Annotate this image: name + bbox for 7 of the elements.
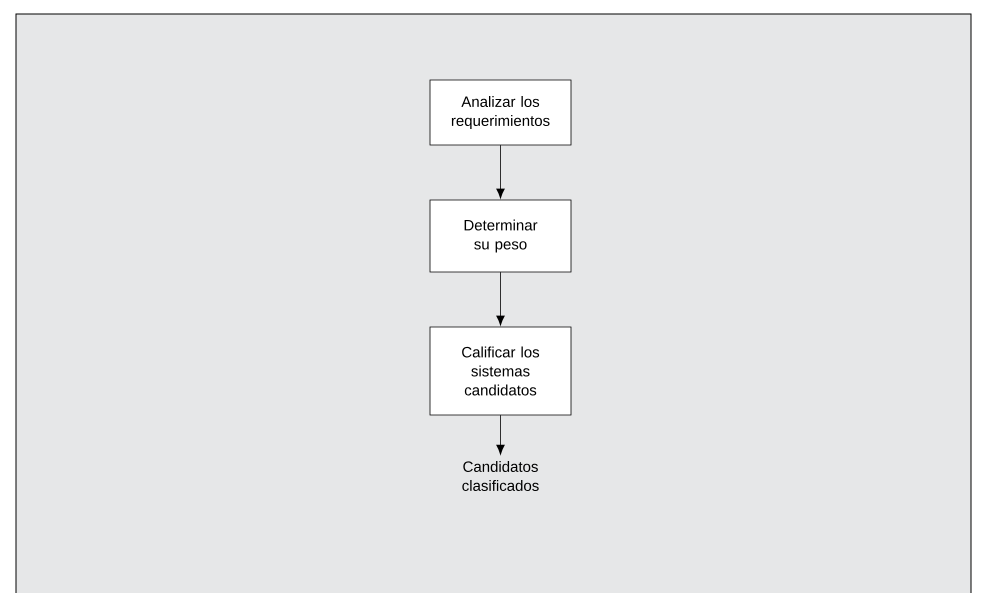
process-box: Determinar su peso bbox=[430, 200, 572, 272]
process-box: Analizar los requerimientos bbox=[430, 80, 572, 146]
arrow bbox=[496, 414, 505, 455]
output-label: Candidatos clasificados bbox=[462, 460, 539, 491]
arrow bbox=[496, 272, 505, 326]
process-box: Calificar los sistemas candidatos bbox=[430, 326, 572, 416]
arrow bbox=[496, 144, 505, 198]
